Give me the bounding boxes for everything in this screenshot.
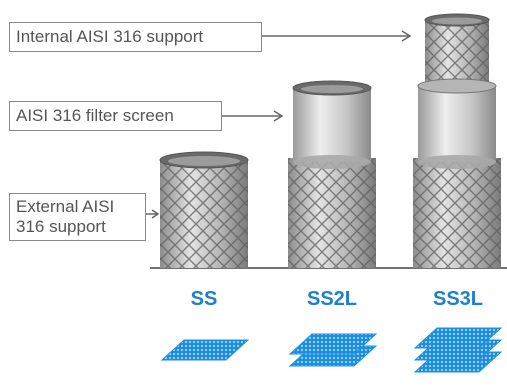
mesh-layers — [160, 327, 503, 373]
mesh-layer-sheet — [413, 327, 503, 349]
model-label-ss2l: SS2L — [306, 288, 358, 310]
model-label-ss3l: SS3L — [432, 288, 484, 310]
callout-internal-support: Internal AISI 316 support — [9, 22, 262, 52]
mesh-layer-sheet — [160, 339, 250, 361]
mesh-layer-sheet — [288, 333, 378, 355]
callout-external-support: External AISI 316 support — [9, 193, 146, 241]
model-label-ss: SS — [190, 288, 218, 310]
callout-external-line2: 316 support — [16, 217, 106, 236]
tube-ss — [159, 151, 249, 268]
callout-filter-screen: AISI 316 filter screen — [9, 101, 222, 131]
tube-ss3l — [413, 13, 501, 268]
callout-arrows — [146, 30, 412, 219]
callout-external-line1: External AISI — [16, 197, 115, 216]
tube-ss2l — [288, 80, 376, 268]
